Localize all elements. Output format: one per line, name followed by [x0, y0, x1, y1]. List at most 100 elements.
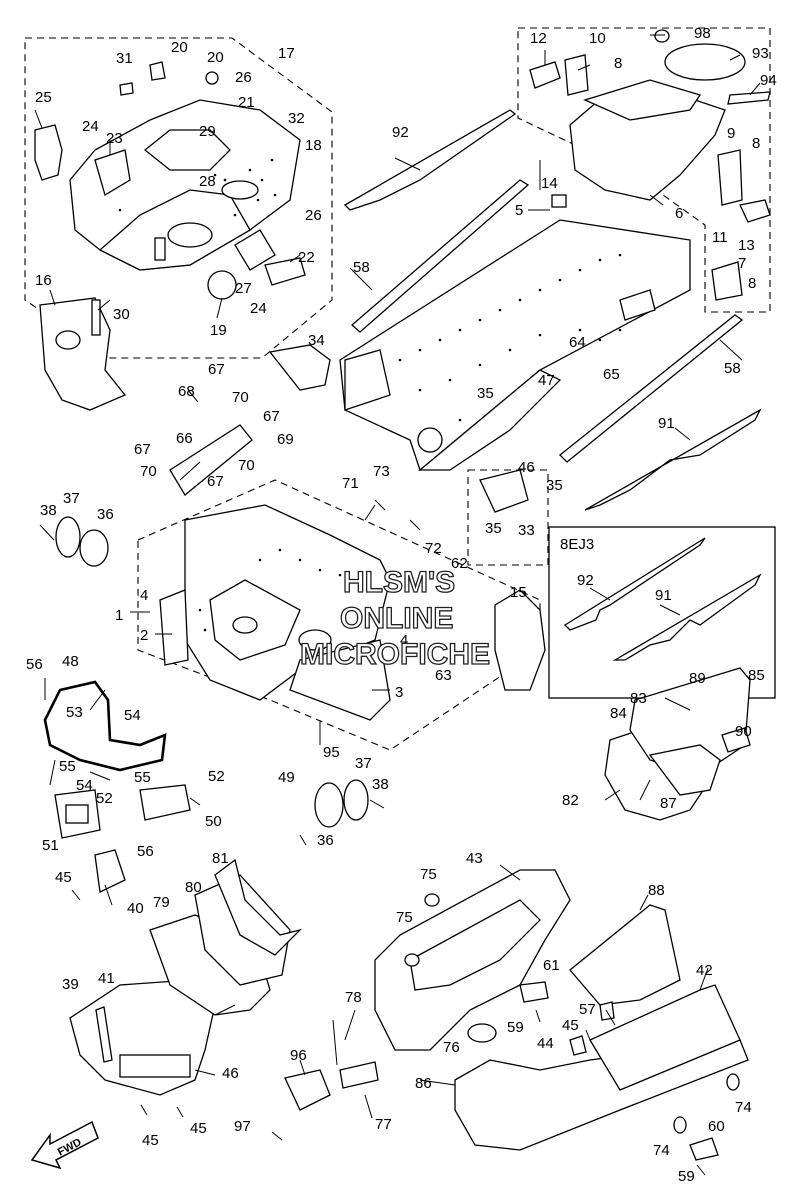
callout-44: 44 [537, 1035, 554, 1052]
callout-82: 82 [562, 792, 579, 809]
callout-34: 34 [308, 332, 325, 349]
callout-21: 21 [238, 94, 255, 111]
part-98-cap [654, 29, 670, 43]
callout-63: 63 [435, 667, 452, 684]
part-58-rail-right [559, 314, 744, 463]
callout-67b: 67 [263, 408, 280, 425]
callout-71: 71 [342, 475, 359, 492]
callout-70a: 70 [232, 389, 249, 406]
callout-37b: 37 [355, 755, 372, 772]
callout-61: 61 [543, 957, 560, 974]
part-6-rear-bumper-top [583, 79, 702, 121]
callout-45c: 45 [190, 1120, 207, 1137]
callout-8c: 8 [748, 275, 756, 292]
part-7-bracket [711, 261, 743, 301]
callout-36b: 36 [317, 832, 334, 849]
callout-22: 22 [298, 249, 315, 266]
callout-7: 7 [738, 255, 746, 272]
part-44-clip [569, 1035, 587, 1056]
callout-56b: 56 [137, 843, 154, 860]
callout-42: 42 [696, 962, 713, 979]
callout-46a: 46 [518, 459, 535, 476]
callout-17: 17 [278, 45, 295, 62]
leader-lines [34, 34, 761, 1119]
part-10-bracket [564, 54, 589, 96]
callout-80: 80 [185, 879, 202, 896]
callout-38b: 38 [372, 776, 389, 793]
callout-8b: 8 [752, 135, 760, 152]
callout-54a: 54 [124, 707, 141, 724]
part-12-plate [529, 61, 561, 89]
variant-box-title: 8EJ3 [560, 536, 594, 553]
callout-20b: 20 [207, 49, 224, 66]
callout-52b: 52 [208, 768, 225, 785]
callout-1: 1 [115, 607, 123, 624]
callout-58a: 58 [353, 259, 370, 276]
main-frame-assembly [159, 504, 391, 721]
part-85-panel [629, 667, 751, 776]
callout-59a: 59 [507, 1019, 524, 1036]
callout-49: 49 [278, 769, 295, 786]
callout-79: 79 [153, 894, 170, 911]
callout-32: 32 [288, 110, 305, 127]
callout-95: 95 [323, 744, 340, 761]
part-42-side-pan [589, 984, 741, 1091]
part-88-panel [569, 904, 681, 1006]
callout-37a: 37 [63, 490, 80, 507]
callout-91a: 91 [658, 415, 675, 432]
callout-27: 27 [235, 280, 252, 297]
callout-6: 6 [675, 205, 683, 222]
callout-28: 28 [199, 173, 216, 190]
part-61-plate [519, 981, 549, 1003]
callout-13: 13 [738, 237, 755, 254]
callout-23: 23 [106, 130, 123, 147]
part-91-variant [612, 573, 762, 661]
part-66-bracket [169, 424, 253, 496]
callout-45b: 45 [142, 1132, 159, 1149]
callout-75a: 75 [420, 866, 437, 883]
callout-35c: 35 [485, 520, 502, 537]
part-91-stripe [584, 408, 762, 511]
callout-55b: 55 [134, 769, 151, 786]
part-30-strip [91, 299, 101, 336]
callout-92a: 92 [392, 124, 409, 141]
part-37-ring-upper [55, 516, 81, 558]
callout-87: 87 [660, 795, 677, 812]
callout-75b: 75 [396, 909, 413, 926]
callout-45a: 45 [55, 869, 72, 886]
watermark: HLSM'S ONLINE MICROFICHE [299, 565, 490, 671]
part-11-plate [739, 199, 771, 223]
callout-91b: 91 [655, 587, 672, 604]
callout-47: 47 [538, 372, 555, 389]
callout-30: 30 [113, 306, 130, 323]
callout-8a: 8 [614, 55, 622, 72]
part-75-plug-a [424, 893, 440, 907]
callout-56a: 56 [26, 656, 43, 673]
callout-96: 96 [290, 1047, 307, 1064]
callout-26b: 26 [305, 207, 322, 224]
callout-39: 39 [62, 976, 79, 993]
part-19-disc [207, 270, 237, 300]
callout-40: 40 [127, 900, 144, 917]
callout-52a: 52 [96, 790, 113, 807]
part-33-bracket [479, 469, 529, 513]
part-92-variant [563, 537, 706, 631]
callout-25: 25 [35, 89, 52, 106]
part-15-plate [494, 589, 546, 691]
callout-73: 73 [373, 463, 390, 480]
callout-24a: 24 [82, 118, 99, 135]
part-51-slot [65, 804, 89, 824]
callout-43: 43 [466, 850, 483, 867]
part-77-clip [339, 1061, 379, 1089]
callout-84: 84 [610, 705, 627, 722]
main-frame-group-outline [137, 479, 541, 751]
callout-50: 50 [205, 813, 222, 830]
part-81-panel [214, 858, 303, 956]
callout-53: 53 [66, 704, 83, 721]
callout-35a: 35 [477, 385, 494, 402]
callout-77: 77 [375, 1116, 392, 1133]
part-34-bracket [268, 344, 331, 391]
callout-9: 9 [727, 125, 735, 142]
callout-74a: 74 [735, 1099, 752, 1116]
callout-11: 11 [712, 229, 728, 246]
